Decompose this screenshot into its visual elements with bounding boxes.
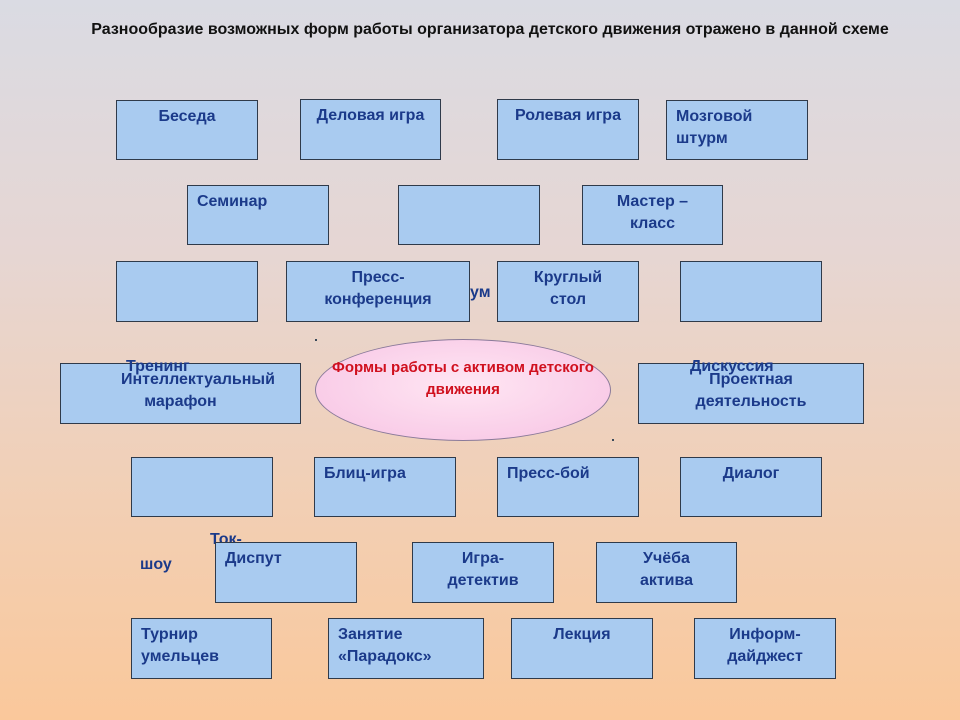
- box-igra-detektiv: Игра-детектив: [412, 542, 554, 603]
- box-empty-2: [116, 261, 258, 322]
- box-dialog: Диалог: [680, 457, 822, 517]
- box-press-boy: Пресс-бой: [497, 457, 639, 517]
- dot-2: [612, 439, 614, 441]
- trening-label: Тренинг: [126, 358, 190, 375]
- box-zanyatie-paradoks: Занятие «Парадокс»: [328, 618, 484, 679]
- dot-1: [315, 339, 317, 341]
- box-ucheba-aktiva: Учёба актива: [596, 542, 737, 603]
- box-rolevaya-igra: Ролевая игра: [497, 99, 639, 160]
- box-blic-igra: Блиц-игра: [314, 457, 456, 517]
- box-proektnaya-deyatelnost: Проектная деятельность: [638, 363, 864, 424]
- box-empty-3: [680, 261, 822, 322]
- box-empty-4: [131, 457, 273, 517]
- box-master-klass: Мастер – класс: [582, 185, 723, 245]
- box-inform-daydzhest: Информ-дайджест: [694, 618, 836, 679]
- diskussiya-label: Дискуссия: [690, 358, 774, 375]
- page-title: Разнообразие возможных форм работы орган…: [91, 21, 889, 38]
- center-text: Формы работы с активом детского движения: [332, 359, 594, 398]
- shou-label: шоу: [140, 556, 172, 573]
- box-turnir-umelcev: Турнир умельцев: [131, 618, 272, 679]
- box-mozgovoy-shturm: Мозговой штурм: [666, 100, 808, 160]
- center-ellipse: Формы работы с активом детского движения: [315, 339, 611, 441]
- box-seminar: Семинар: [187, 185, 329, 245]
- box-press-konferenciya: Пресс-конференция: [286, 261, 470, 322]
- box-disput: Диспут: [215, 542, 357, 603]
- box-lekciya: Лекция: [511, 618, 653, 679]
- box-delovaya-igra: Деловая игра: [300, 99, 441, 160]
- box-empty-1: [398, 185, 540, 245]
- box-beseda: Беседа: [116, 100, 258, 160]
- box-intellektualny-marafon: Интеллектуальный марафон: [60, 363, 301, 424]
- box-krugly-stol: Круглый стол: [497, 261, 639, 322]
